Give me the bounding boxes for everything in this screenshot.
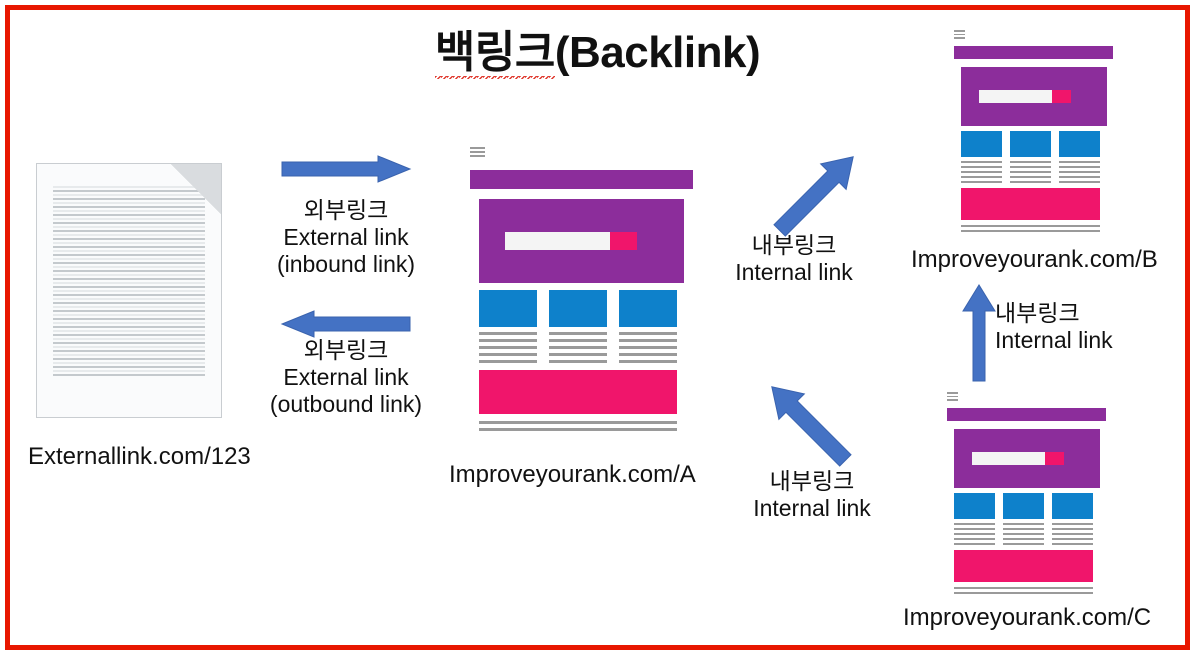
inbound-caption-english: External link: [283, 224, 409, 251]
page-title: 백링크(Backlink): [0, 16, 1195, 82]
internal-up-right-caption-korean: 내부링크: [751, 232, 837, 258]
navigation-bar: [470, 170, 693, 189]
hamburger-menu-icon[interactable]: [470, 147, 485, 159]
document-text-lines: [53, 186, 205, 401]
card-3[interactable]: [1059, 131, 1100, 157]
outbound-caption-note: (outbound link): [269, 391, 423, 418]
card-1[interactable]: [961, 131, 1002, 157]
site-a-node[interactable]: [465, 147, 693, 452]
footer-line-2: [954, 592, 1093, 594]
card-2[interactable]: [1003, 493, 1044, 519]
text-column-3: [1052, 523, 1093, 545]
arrow-diagonal-up-right-icon[interactable]: [755, 135, 875, 255]
internal-up-right-caption-english: Internal link: [735, 259, 853, 286]
search-button[interactable]: [1052, 90, 1071, 103]
internal-up-left-caption-english: Internal link: [753, 495, 871, 522]
text-column-1: [961, 161, 1002, 183]
red-border-frame: [5, 5, 1190, 650]
footer-line-1: [479, 421, 677, 424]
inbound-caption-note: (inbound link): [276, 251, 416, 278]
page-title-korean: 백링크: [434, 28, 555, 82]
footer-line-1: [954, 587, 1093, 589]
text-column-3: [1059, 161, 1100, 183]
text-column-2: [1010, 161, 1051, 183]
site-a-url-label: Improveyourank.com/A: [449, 461, 696, 488]
internal-link-up-right-caption: 내부링크 Internal link: [704, 232, 884, 286]
inbound-link-caption: 외부링크 External link (inbound link): [250, 197, 442, 278]
search-input[interactable]: [505, 232, 610, 250]
footer-line-1: [961, 225, 1100, 227]
navigation-bar: [954, 46, 1113, 59]
search-button[interactable]: [610, 232, 637, 250]
search-button[interactable]: [1045, 452, 1064, 465]
internal-link-up-left-caption: 내부링크 Internal link: [722, 468, 902, 522]
cta-banner[interactable]: [479, 370, 677, 414]
internal-up-left-caption-korean: 내부링크: [769, 468, 855, 494]
navigation-bar: [947, 408, 1106, 421]
hamburger-menu-icon[interactable]: [947, 392, 958, 403]
hamburger-menu-icon[interactable]: [954, 30, 965, 41]
site-c-url-label: Improveyourank.com/C: [903, 604, 1152, 631]
site-b-node[interactable]: [950, 30, 1113, 245]
page-title-english: (Backlink): [554, 28, 761, 77]
text-column-2: [1003, 523, 1044, 545]
arrow-diagonal-up-left-icon[interactable]: [750, 365, 870, 485]
arrow-right-icon[interactable]: [281, 155, 412, 183]
card-3[interactable]: [619, 290, 677, 327]
text-column-3: [619, 332, 677, 363]
outbound-caption-korean: 외부링크: [303, 337, 389, 363]
site-c-node[interactable]: [943, 392, 1106, 607]
text-column-2: [549, 332, 607, 363]
outbound-caption-english: External link: [283, 364, 409, 391]
hero-banner: [954, 429, 1100, 488]
text-column-1: [954, 523, 995, 545]
card-1[interactable]: [954, 493, 995, 519]
internal-link-up-caption: 내부링크 Internal link: [995, 300, 1180, 354]
footer-line-2: [961, 230, 1100, 232]
document-fold-corner: [170, 163, 222, 215]
search-input[interactable]: [979, 90, 1052, 103]
card-2[interactable]: [549, 290, 607, 327]
search-input[interactable]: [972, 452, 1045, 465]
card-3[interactable]: [1052, 493, 1093, 519]
external-document-node[interactable]: [36, 163, 222, 418]
cta-banner[interactable]: [961, 188, 1100, 220]
card-2[interactable]: [1010, 131, 1051, 157]
site-b-url-label: Improveyourank.com/B: [911, 246, 1158, 273]
internal-up-caption-korean: 내부링크: [995, 300, 1080, 326]
internal-up-caption-english: Internal link: [995, 327, 1113, 354]
inbound-caption-korean: 외부링크: [303, 197, 389, 223]
document-page-icon: [36, 163, 222, 418]
hero-banner: [479, 199, 684, 283]
card-1[interactable]: [479, 290, 537, 327]
outbound-link-caption: 외부링크 External link (outbound link): [250, 337, 442, 418]
arrow-left-icon[interactable]: [280, 310, 411, 338]
arrow-up-icon[interactable]: [962, 284, 996, 382]
cta-banner[interactable]: [954, 550, 1093, 582]
text-column-1: [479, 332, 537, 363]
hero-banner: [961, 67, 1107, 126]
external-doc-url-label: Externallink.com/123: [28, 443, 251, 470]
footer-line-2: [479, 428, 677, 431]
